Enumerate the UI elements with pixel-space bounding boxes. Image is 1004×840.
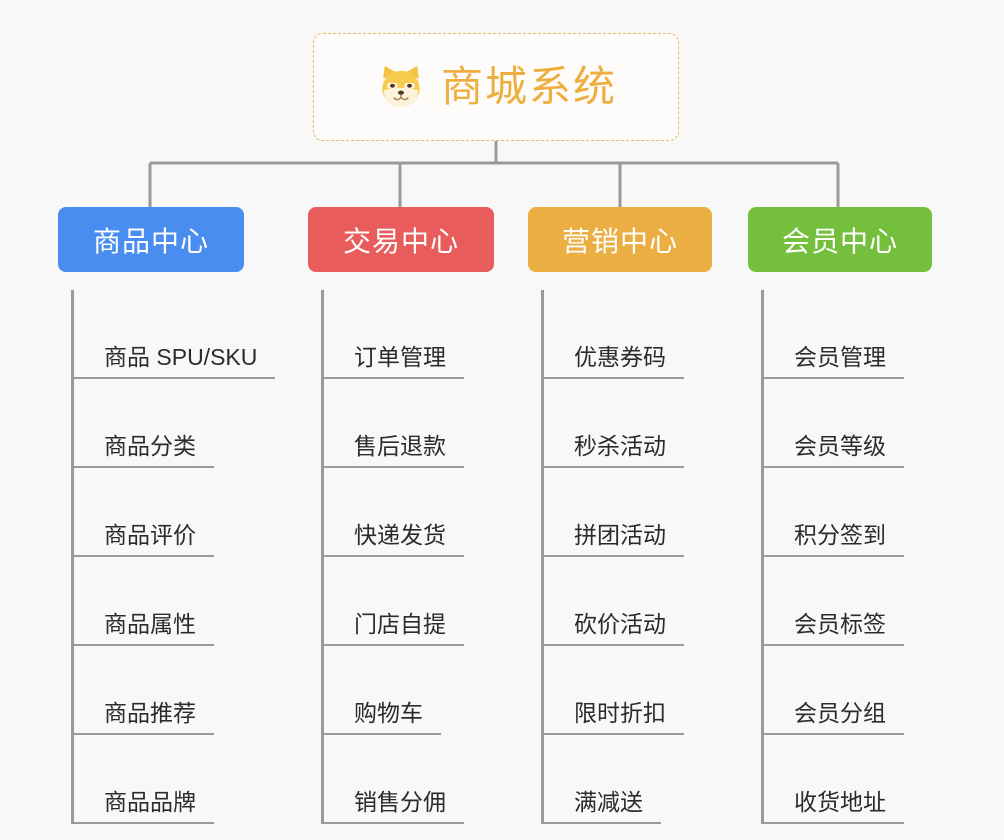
list-item[interactable]: 优惠券码 (541, 290, 728, 379)
leaf-label: 满减送 (574, 788, 643, 815)
leaf-label: 秒杀活动 (574, 432, 666, 459)
leaf-label: 门店自提 (354, 610, 446, 637)
list-item[interactable]: 快递发货 (321, 468, 508, 557)
list-item[interactable]: 限时折扣 (541, 646, 728, 735)
list-item[interactable]: 商品属性 (71, 557, 258, 646)
spine-line (761, 290, 764, 824)
category-header-label: 会员中心 (781, 225, 898, 257)
root-node[interactable]: 商城系统 (313, 33, 679, 141)
list-item[interactable]: 商品分类 (71, 379, 258, 468)
leaf-label: 会员标签 (794, 610, 886, 637)
leaf-label: 优惠券码 (574, 343, 666, 370)
list-item[interactable]: 积分签到 (761, 468, 948, 557)
list-item[interactable]: 售后退款 (321, 379, 508, 468)
shiba-dog-emoji (375, 61, 427, 113)
list-item[interactable]: 门店自提 (321, 557, 508, 646)
category-header-label: 交易中心 (342, 225, 459, 257)
list-item[interactable]: 购物车 (321, 646, 508, 735)
category-column-product: 商品中心 商品 SPU/SKU 商品分类 商品评价 商品属性 商品推荐 商品品牌 (58, 207, 276, 824)
list-item[interactable]: 订单管理 (321, 290, 508, 379)
leaf-label: 商品评价 (104, 521, 196, 548)
category-header-marketing[interactable]: 营销中心 (528, 207, 712, 272)
leaf-label: 商品推荐 (104, 699, 196, 726)
leaf-label: 商品分类 (104, 432, 196, 459)
list-item[interactable]: 满减送 (541, 735, 728, 824)
category-header-product[interactable]: 商品中心 (58, 207, 244, 272)
leaf-label: 砍价活动 (574, 610, 666, 637)
leaf-label: 售后退款 (354, 432, 446, 459)
leaf-list-member: 会员管理 会员等级 积分签到 会员标签 会员分组 收货地址 (761, 290, 948, 824)
leaf-label: 会员分组 (794, 699, 886, 726)
spine-line (71, 290, 74, 824)
category-header-trade[interactable]: 交易中心 (308, 207, 494, 272)
list-item[interactable]: 销售分佣 (321, 735, 508, 824)
root-title: 商城系统 (440, 63, 617, 110)
category-header-label: 商品中心 (92, 225, 209, 257)
category-column-trade: 交易中心 订单管理 售后退款 快递发货 门店自提 购物车 销售分佣 (308, 207, 508, 824)
leaf-label: 销售分佣 (354, 788, 446, 815)
list-item[interactable]: 商品 SPU/SKU (71, 290, 276, 379)
leaf-label: 商品品牌 (104, 788, 196, 815)
category-column-member: 会员中心 会员管理 会员等级 积分签到 会员标签 会员分组 收货地址 (748, 207, 948, 824)
spine-line (541, 290, 544, 824)
list-item[interactable]: 商品推荐 (71, 646, 258, 735)
leaf-label: 拼团活动 (574, 521, 666, 548)
category-header-member[interactable]: 会员中心 (748, 207, 932, 272)
leaf-label: 购物车 (354, 699, 423, 726)
leaf-list-product: 商品 SPU/SKU 商品分类 商品评价 商品属性 商品推荐 商品品牌 (71, 290, 276, 824)
leaf-list-trade: 订单管理 售后退款 快递发货 门店自提 购物车 销售分佣 (321, 290, 508, 824)
leaf-label: 限时折扣 (574, 699, 666, 726)
list-item[interactable]: 砍价活动 (541, 557, 728, 646)
leaf-label: 会员等级 (794, 432, 886, 459)
leaf-list-marketing: 优惠券码 秒杀活动 拼团活动 砍价活动 限时折扣 满减送 (541, 290, 728, 824)
leaf-label: 收货地址 (794, 788, 886, 815)
list-item[interactable]: 会员等级 (761, 379, 948, 468)
list-item[interactable]: 商品评价 (71, 468, 258, 557)
list-item[interactable]: 拼团活动 (541, 468, 728, 557)
list-item[interactable]: 收货地址 (761, 735, 948, 824)
list-item[interactable]: 商品品牌 (71, 735, 258, 824)
leaf-label: 积分签到 (794, 521, 886, 548)
leaf-label: 商品 SPU/SKU (104, 343, 258, 370)
leaf-label: 会员管理 (794, 343, 886, 370)
spine-line (321, 290, 324, 824)
leaf-label: 商品属性 (104, 610, 196, 637)
list-item[interactable]: 会员分组 (761, 646, 948, 735)
category-header-label: 营销中心 (561, 225, 678, 257)
leaf-label: 快递发货 (354, 521, 446, 548)
list-item[interactable]: 会员标签 (761, 557, 948, 646)
list-item[interactable]: 会员管理 (761, 290, 948, 379)
list-item[interactable]: 秒杀活动 (541, 379, 728, 468)
leaf-label: 订单管理 (354, 343, 446, 370)
category-column-marketing: 营销中心 优惠券码 秒杀活动 拼团活动 砍价活动 限时折扣 满减送 (528, 207, 728, 824)
